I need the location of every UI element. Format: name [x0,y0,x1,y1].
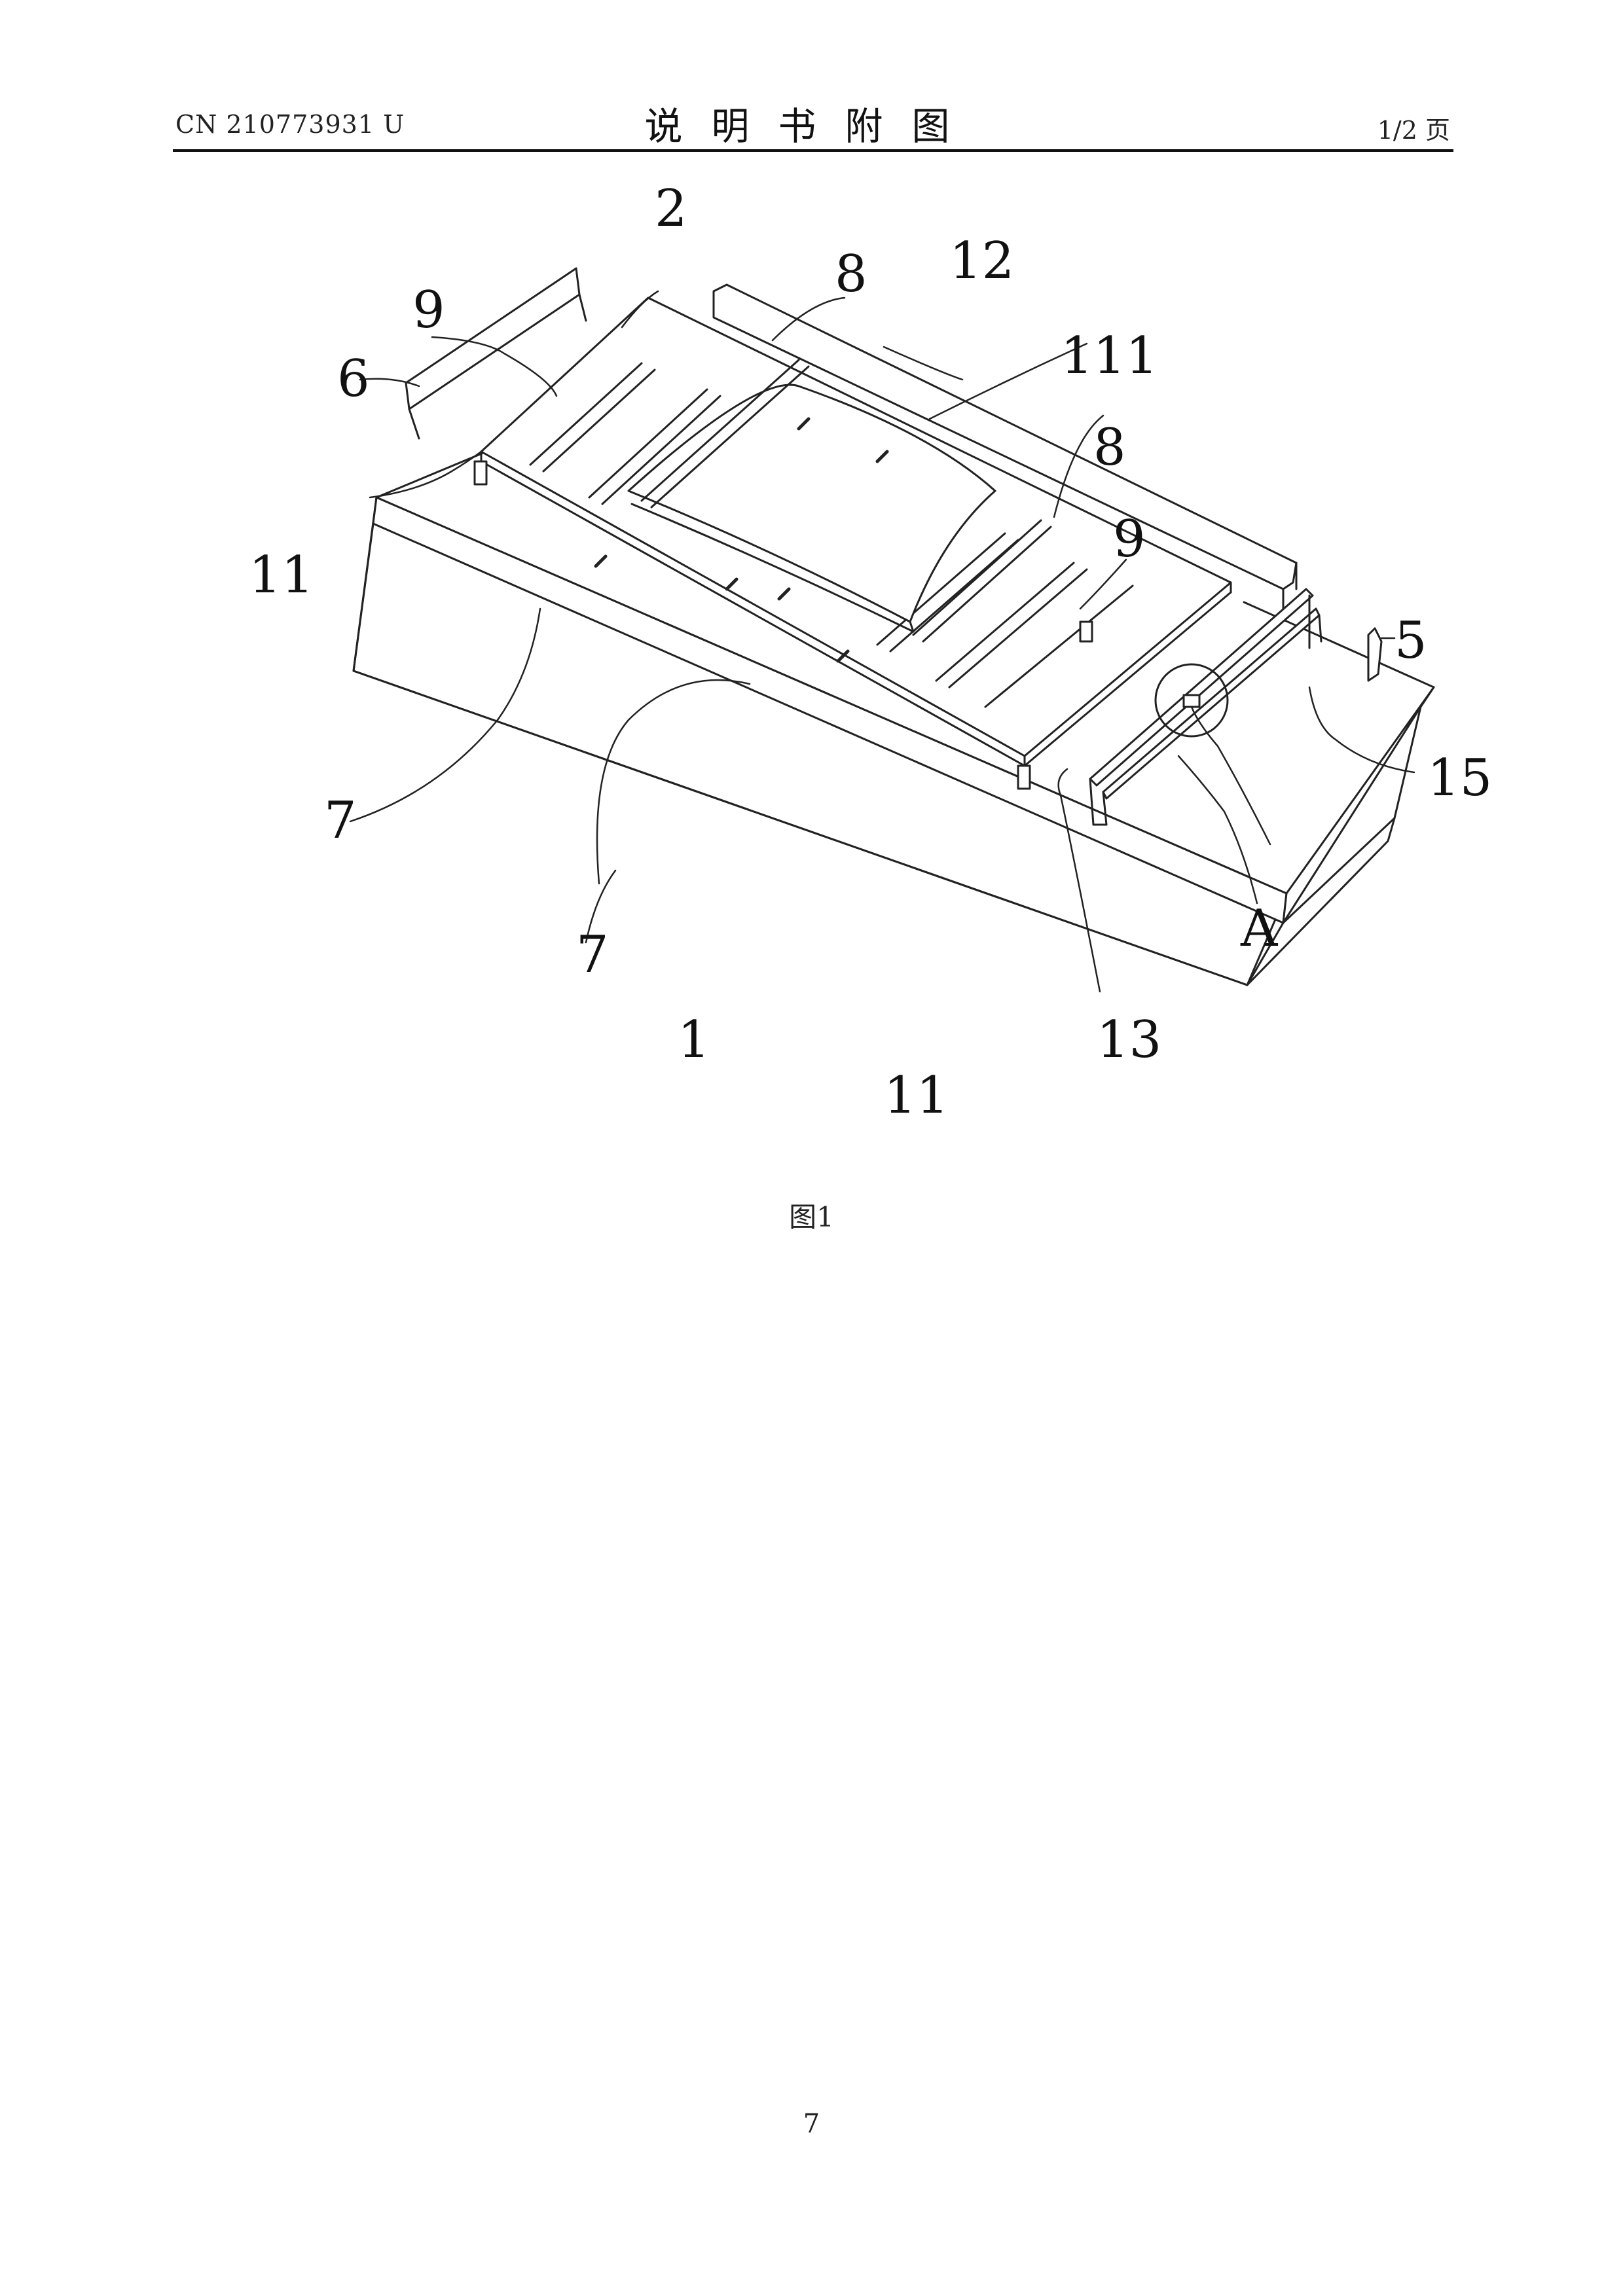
label-12: 12 [949,232,1014,291]
patent-number: CN 210773931 U [175,110,405,139]
header-rule [173,149,1453,152]
page-title: 说明书附图 [644,104,979,149]
label-11-left: 11 [249,546,314,605]
label-111: 111 [1061,327,1158,386]
figure-caption: 图1 [789,1201,834,1233]
detail-circle-a [1154,663,1229,738]
figure-1-drawing: 2 9 6 8 12 111 8 9 11 5 15 7 7 A 1 13 11 [223,164,1492,1145]
page-number: 7 [803,2109,820,2139]
leader-lines [349,290,1415,993]
left-end-panel [405,267,587,440]
reference-numerals: 2 9 6 8 12 111 8 9 11 5 15 7 7 A 1 13 11 [249,179,1492,1125]
label-7-center: 7 [576,925,609,984]
label-5: 5 [1395,611,1427,670]
label-7-left: 7 [324,791,357,850]
label-13: 13 [1097,1011,1161,1069]
tabs [594,417,889,663]
curved-mat [627,384,996,633]
label-9-right: 9 [1113,510,1146,569]
label-8-top: 8 [835,245,867,304]
page-count: 1/2 页 [1377,116,1450,145]
label-6: 6 [337,350,370,408]
label-9-left: 9 [412,281,445,340]
label-2: 2 [655,179,687,238]
label-11-bottom: 11 [884,1066,949,1125]
label-1: 1 [678,1011,710,1069]
base-box [352,414,1435,986]
isometric-device-drawing: 2 9 6 8 12 111 8 9 11 5 15 7 7 A 1 13 11 [249,179,1492,1125]
rails [640,359,1052,643]
slats [529,362,1134,708]
label-8-right: 8 [1093,418,1126,477]
label-a: A [1240,899,1279,958]
right-handle-frame [1089,588,1383,826]
label-15: 15 [1427,749,1492,808]
legs [473,460,1093,790]
